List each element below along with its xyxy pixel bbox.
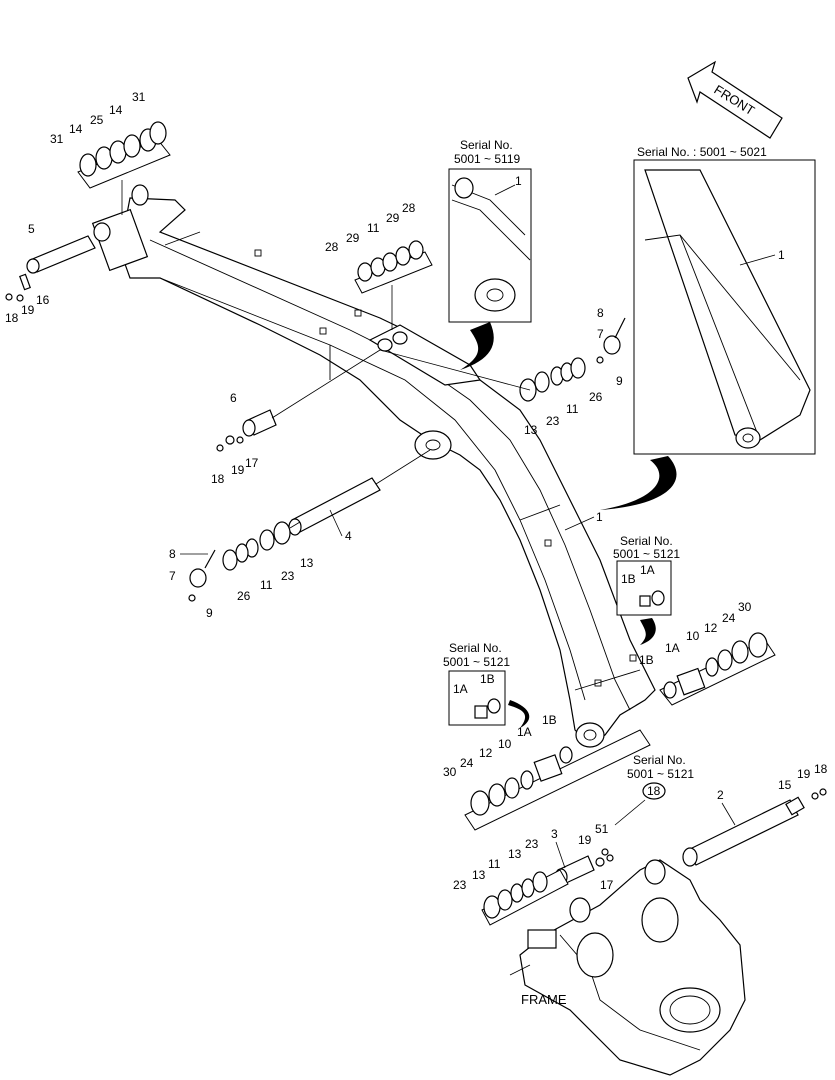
callout-13: 13 [508, 847, 522, 861]
callout-4: 4 [345, 529, 352, 543]
callout-7: 7 [597, 327, 604, 341]
foot-bushing-left [464, 729, 651, 831]
inset-bottom-range: 5001 ~ 5121 [627, 767, 694, 781]
callout-24: 24 [460, 756, 474, 770]
callout-11: 11 [488, 857, 501, 871]
callout-18: 18 [5, 311, 19, 325]
callout-31: 31 [132, 90, 146, 104]
callout-14: 14 [69, 122, 83, 136]
inset-right-mid: Serial No. 5001 ~ 5121 1A 1B [613, 534, 680, 645]
callout-13: 13 [472, 868, 486, 882]
pin-6 [216, 349, 381, 452]
right-cylinder-mount-stack [379, 317, 626, 402]
inset-left-mid-serial: Serial No. [449, 641, 502, 655]
callout-13: 13 [300, 556, 314, 570]
callout-24: 24 [722, 611, 736, 625]
inset-top-center: Serial No. 5001 ~ 5119 1 [448, 138, 532, 370]
callout-11: 11 [260, 578, 273, 592]
inset-top-center-range: 5001 ~ 5119 [454, 152, 521, 166]
inset-right-mid-b: 1B [621, 572, 636, 586]
callout-9: 9 [616, 374, 623, 388]
callout-17: 17 [600, 878, 614, 892]
inset-right-mid-a: 1A [640, 563, 655, 577]
callout-28: 28 [402, 201, 416, 215]
left-cylinder-mount-stack [188, 521, 301, 602]
callout-25: 25 [90, 113, 104, 127]
callout-11: 11 [566, 402, 579, 416]
frame-label: FRAME [521, 992, 567, 1007]
callout-26: 26 [589, 390, 603, 404]
inset-top-right-serial: Serial No. : 5001 ~ 5021 [637, 145, 767, 159]
frame-washer-stack [481, 869, 569, 926]
callout-31: 31 [50, 132, 64, 146]
inset-right-mid-serial: Serial No. [620, 534, 673, 548]
inset-top-right-part: 1 [778, 248, 785, 262]
callout-10: 10 [498, 737, 512, 751]
pin-2 [682, 788, 827, 867]
callout-23: 23 [525, 837, 539, 851]
callout-30: 30 [738, 600, 752, 614]
inset-left-mid: Serial No. 5001 ~ 5121 1A 1B [443, 641, 530, 728]
callout-1b: 1B [542, 713, 557, 727]
foot-bushing-right [659, 632, 776, 706]
callout-1a: 1A [517, 725, 532, 739]
callout-17: 17 [245, 456, 259, 470]
callout-3: 3 [551, 827, 558, 841]
inset-right-mid-range: 5001 ~ 5121 [613, 547, 680, 561]
callout-28: 28 [325, 240, 339, 254]
callout-12: 12 [479, 746, 493, 760]
inset-left-mid-range: 5001 ~ 5121 [443, 655, 510, 669]
head-washer-stack [77, 121, 171, 215]
frame [509, 859, 746, 1076]
inset-top-center-part: 1 [515, 174, 522, 188]
callout-16: 16 [36, 293, 50, 307]
callout-5: 5 [28, 222, 35, 236]
callout-1: 1 [596, 510, 603, 524]
callout-29: 29 [346, 231, 360, 245]
callout-15: 15 [778, 778, 792, 792]
inset-bottom: Serial No. 5001 ~ 5121 18 [614, 753, 694, 826]
callout-23: 23 [546, 414, 560, 428]
inset-left-mid-a: 1A [453, 682, 468, 696]
callout-18: 18 [814, 762, 828, 776]
inset-top-right: Serial No. : 5001 ~ 5021 1 [600, 145, 816, 510]
callout-26: 26 [237, 589, 251, 603]
callout-2: 2 [717, 788, 724, 802]
callout-30: 30 [443, 765, 457, 779]
inset-left-mid-b: 1B [480, 672, 495, 686]
callout-19: 19 [578, 833, 592, 847]
callout-19: 19 [21, 303, 35, 317]
boom [91, 184, 656, 748]
pin-4 [288, 449, 431, 536]
inset-top-center-serial: Serial No. [460, 138, 513, 152]
callout-1b: 1B [639, 653, 654, 667]
callout-12: 12 [704, 621, 718, 635]
callout-51: 51 [595, 822, 609, 836]
front-arrow: FRONT [687, 60, 783, 139]
boom-head-pin [5, 235, 96, 302]
callout-13: 13 [524, 423, 538, 437]
callout-1a: 1A [665, 641, 680, 655]
callout-29: 29 [386, 211, 400, 225]
callout-19: 19 [231, 463, 245, 477]
callout-6: 6 [230, 391, 237, 405]
callout-14: 14 [109, 103, 123, 117]
callout-8: 8 [597, 306, 604, 320]
inset-bottom-circled: 18 [647, 784, 661, 798]
callout-23: 23 [453, 878, 467, 892]
callout-23: 23 [281, 569, 295, 583]
bracket-washer-stack [354, 240, 433, 330]
callouts: 31 14 25 14 31 5 16 19 18 28 29 11 29 28… [5, 90, 828, 892]
callout-19: 19 [797, 767, 811, 781]
callout-11: 11 [367, 221, 380, 235]
inset-bottom-serial: Serial No. [633, 753, 686, 767]
callout-8: 8 [169, 547, 176, 561]
callout-10: 10 [686, 629, 700, 643]
callout-9: 9 [206, 606, 213, 620]
callout-7: 7 [169, 569, 176, 583]
callout-18: 18 [211, 472, 225, 486]
